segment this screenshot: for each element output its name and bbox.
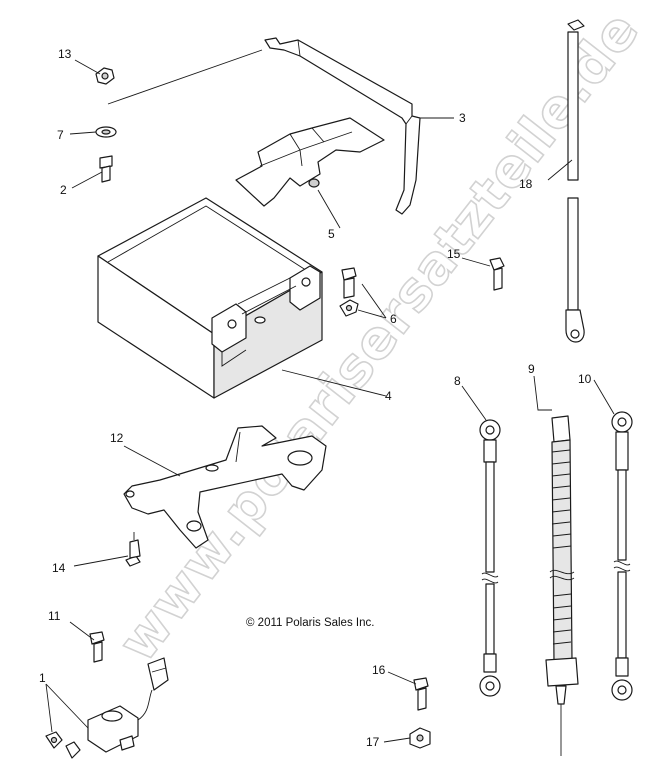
copyright-notice: © 2011 Polaris Sales Inc. — [246, 617, 374, 629]
callout-11: 11 — [48, 609, 61, 623]
callout-14: 14 — [52, 561, 66, 575]
callout-13: 13 — [58, 47, 72, 61]
callout-6: 6 — [390, 312, 397, 326]
push-rivet — [125, 532, 141, 567]
callout-18: 18 — [519, 177, 533, 191]
solenoid-relay — [45, 657, 169, 759]
screw-and-nut — [339, 267, 359, 317]
callout-16: 16 — [372, 663, 386, 677]
callout-8: 8 — [454, 374, 461, 388]
callout-2: 2 — [60, 183, 67, 197]
battery-cable-long — [565, 19, 585, 343]
callout-9: 9 — [528, 362, 535, 376]
flange-nut — [95, 67, 115, 85]
callout-5: 5 — [328, 227, 335, 241]
callout-17: 17 — [366, 735, 380, 749]
callout-numbers: 13 7 2 3 5 15 18 6 4 8 9 10 12 14 11 1 1… — [39, 47, 592, 749]
battery — [97, 197, 323, 399]
callout-1: 1 — [39, 671, 46, 685]
hold-down-strap — [264, 37, 421, 215]
callout-3: 3 — [459, 111, 466, 125]
callout-7: 7 — [57, 128, 64, 142]
bolt-11 — [89, 631, 105, 663]
bolt-16 — [413, 677, 429, 711]
sheathed-cable — [545, 415, 579, 756]
battery-cable-8 — [479, 419, 501, 697]
callout-15: 15 — [447, 247, 461, 261]
callout-12: 12 — [110, 431, 124, 445]
battery-bracket — [235, 117, 385, 207]
nut-17 — [409, 727, 431, 749]
leader-lines — [45, 49, 615, 743]
callout-4: 4 — [385, 389, 392, 403]
lock-washer — [95, 126, 117, 138]
bolt-15 — [489, 257, 505, 291]
battery-tray — [123, 425, 327, 549]
terminal-screw — [99, 155, 113, 183]
callout-10: 10 — [578, 372, 592, 386]
battery-cable-10 — [611, 411, 633, 701]
